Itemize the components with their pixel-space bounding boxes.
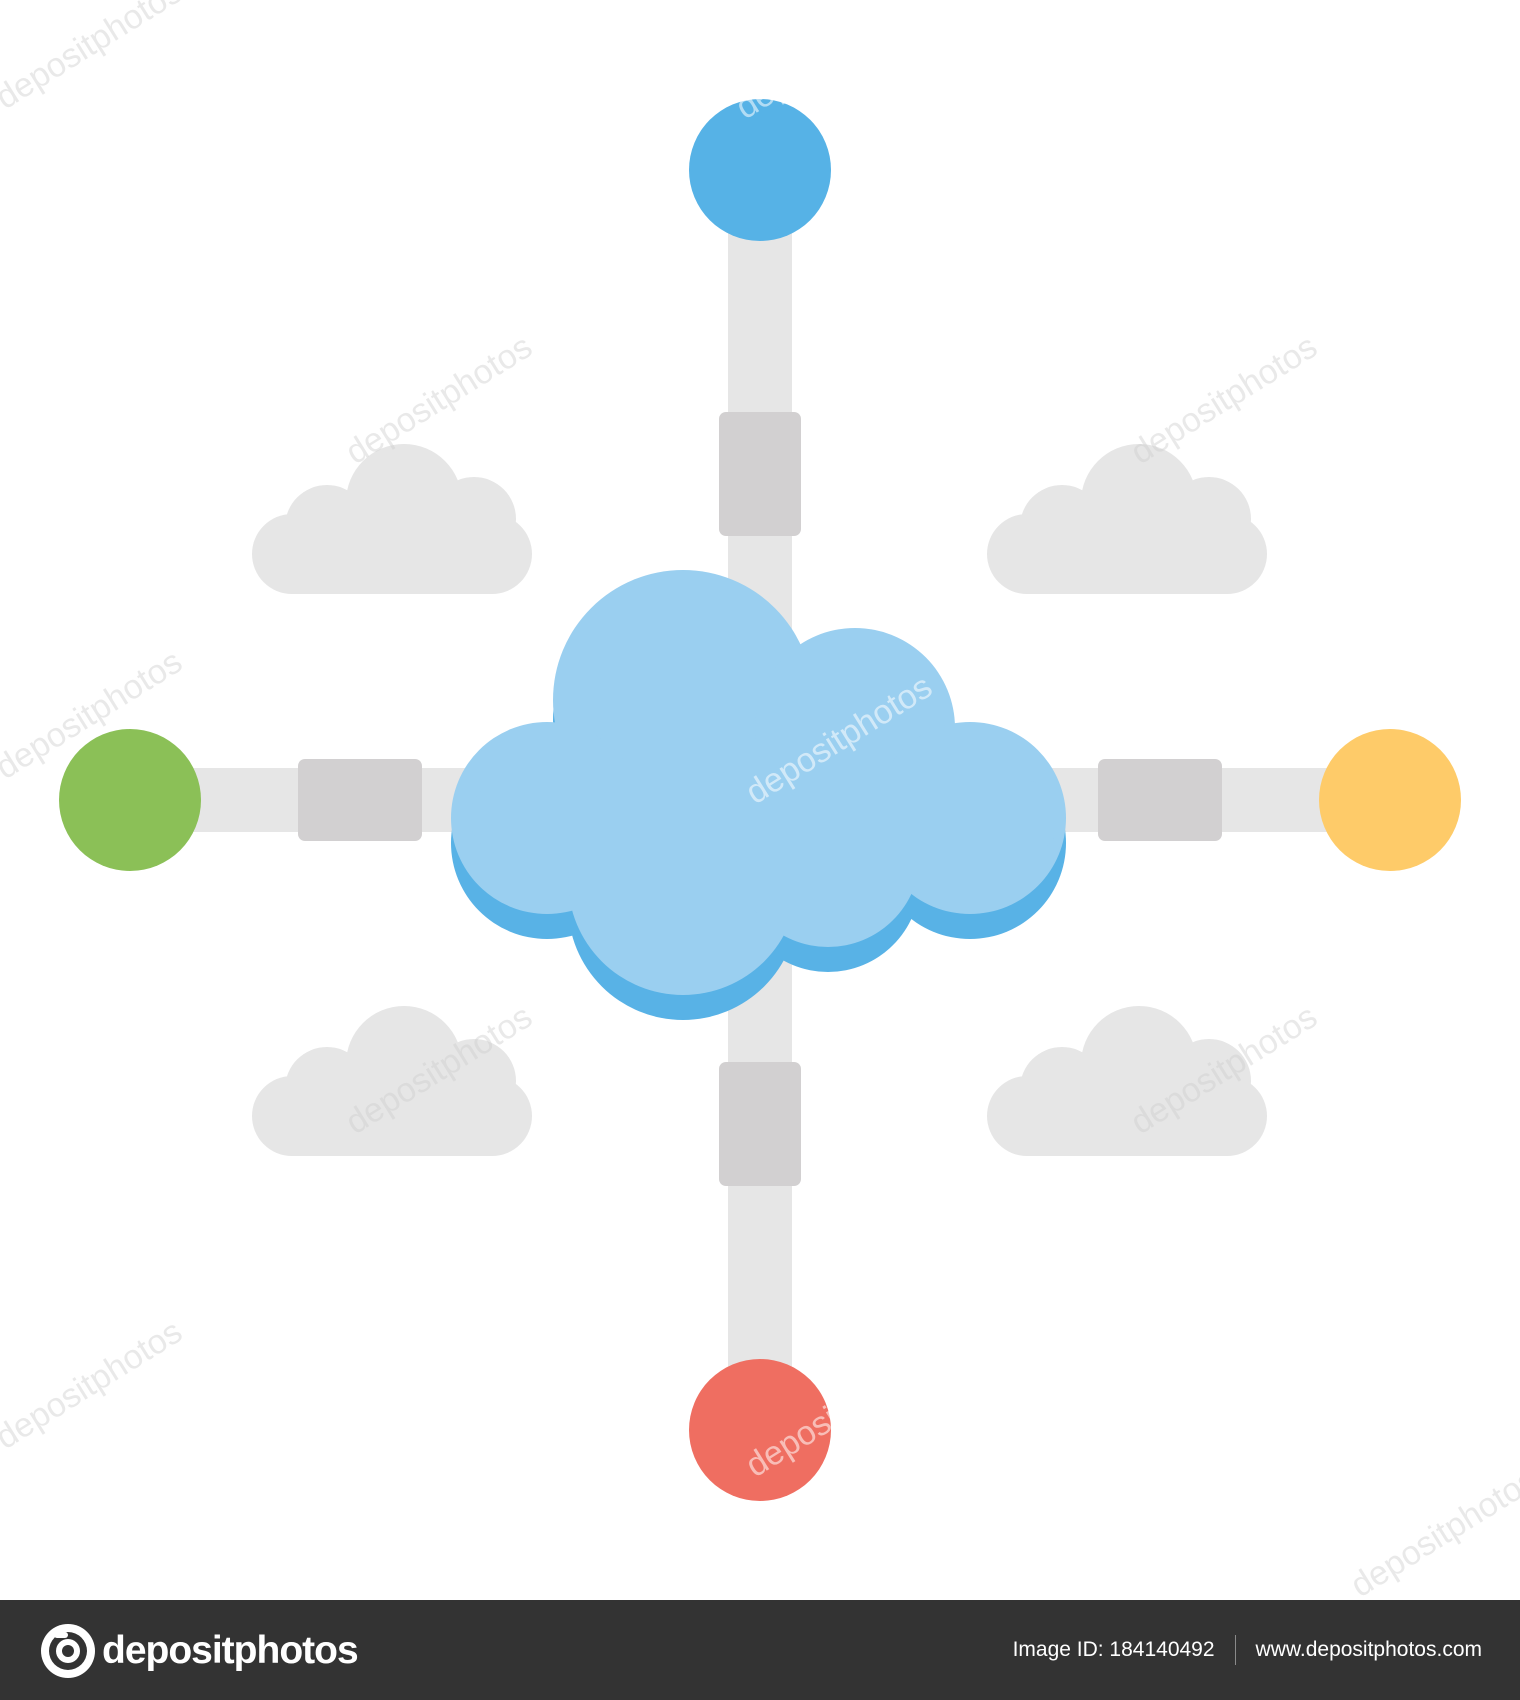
brand: depositphotos — [40, 1622, 359, 1680]
cloud-icon-top-left — [252, 444, 532, 594]
watermark-text: depositphotos — [0, 1312, 189, 1456]
connector-bottom — [719, 1062, 801, 1186]
watermark-text: depositphotos — [1344, 1460, 1520, 1600]
cloud-icon-top-right — [987, 444, 1267, 594]
cloud-network-illustration: depositphotos depositphotos depositphoto… — [0, 0, 1520, 1600]
watermark-text: depositphotos — [0, 0, 189, 117]
camera-logo-icon — [41, 1624, 95, 1678]
connector-left — [298, 759, 422, 841]
cloud-body — [451, 570, 1066, 995]
connector-top — [719, 412, 801, 536]
node-left — [59, 729, 201, 871]
connector-blocks — [298, 412, 1222, 1186]
cloud-icon-bottom-left — [252, 1006, 532, 1156]
node-top — [689, 99, 831, 241]
image-meta: Image ID: 184140492 www.depositphotos.co… — [1013, 1600, 1482, 1700]
network-nodes — [59, 99, 1461, 1501]
brand-name: depositphotos — [102, 1629, 359, 1672]
node-right — [1319, 729, 1461, 871]
image-id: Image ID: 184140492 — [1012, 1638, 1215, 1661]
node-bottom — [689, 1359, 831, 1501]
watermark-text: depositphotos — [1124, 327, 1324, 471]
watermark-text: depositphotos — [729, 0, 929, 127]
watermark-text: depositphotos — [339, 327, 539, 471]
central-cloud-icon — [451, 570, 1066, 1020]
cloud-icon-bottom-right — [987, 1006, 1267, 1156]
divider — [1234, 1635, 1236, 1665]
connector-right — [1098, 759, 1222, 841]
website-link[interactable]: www.depositphotos.com — [1255, 1638, 1482, 1661]
footer-bar: depositphotos Image ID: 184140492 www.de… — [0, 1600, 1520, 1700]
